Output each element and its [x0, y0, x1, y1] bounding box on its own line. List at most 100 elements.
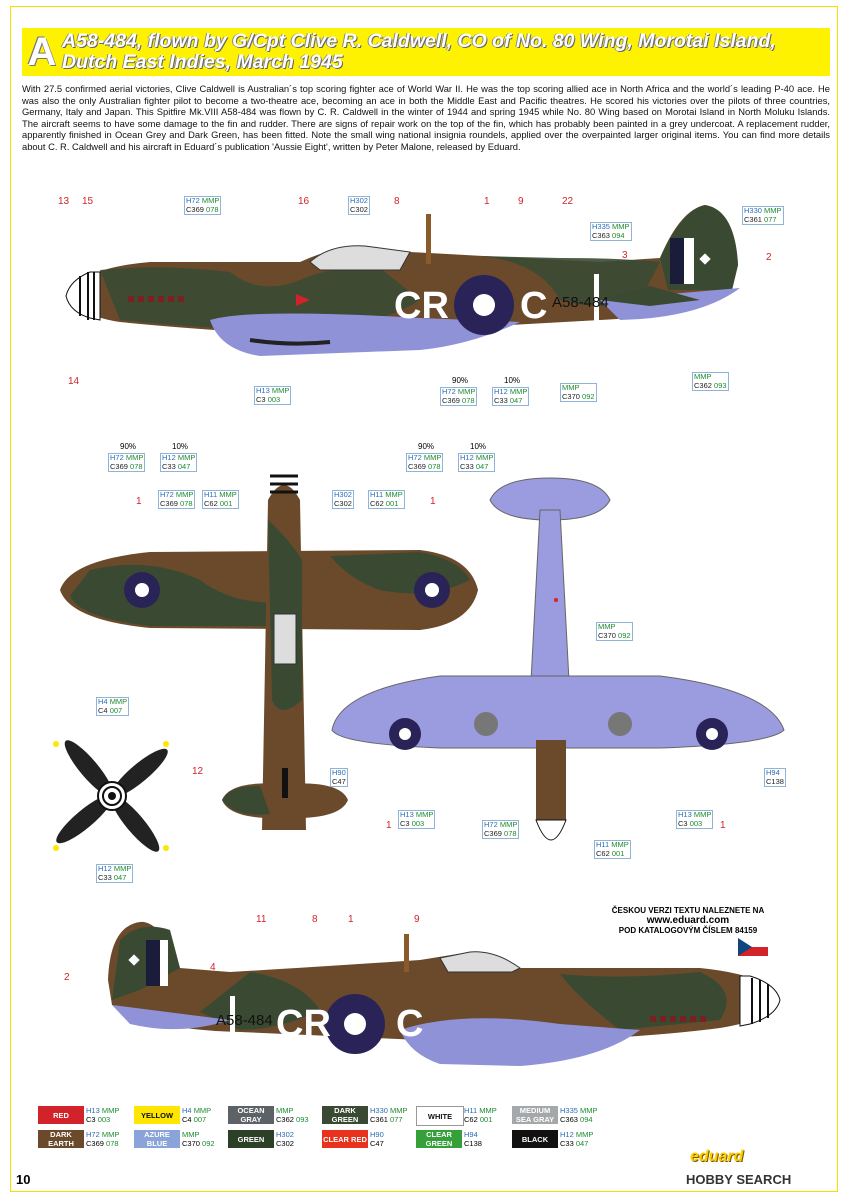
legend-h-code: H12 — [560, 1130, 574, 1139]
legend-mm-code: 093 — [296, 1114, 309, 1124]
callout-13: 13 — [58, 196, 70, 207]
callout-12: 12 — [192, 766, 204, 777]
legend-c-code: C362 — [276, 1114, 294, 1124]
page-border — [10, 6, 838, 1192]
legend-swatch: WHITE — [416, 1106, 464, 1126]
callout-1-bottom-l: 1 — [386, 820, 392, 831]
legend-swatch: OCEAN GRAY — [228, 1106, 274, 1124]
header-bar — [22, 28, 830, 76]
description-text: With 27.5 confirmed aerial victories, Cl… — [22, 83, 830, 152]
hobby-search-watermark: HOBBY SEARCH — [686, 1172, 792, 1187]
callout-1-top-l: 1 — [136, 496, 142, 507]
legend-m-label: MMP — [101, 1130, 120, 1139]
callout-8: 8 — [394, 196, 400, 207]
legend-c-code: C4 — [182, 1114, 192, 1124]
legend-h-code: H94 — [464, 1130, 478, 1139]
legend-c-code: C138 — [464, 1138, 482, 1148]
legend-m-label: MMP — [276, 1106, 294, 1115]
legend-mm-code: 007 — [193, 1114, 207, 1124]
legend-h-code: H330 — [370, 1106, 388, 1115]
page-number: 10 — [16, 1172, 31, 1187]
callout-16: 16 — [298, 196, 310, 207]
code-letters-cr-right: CR — [276, 1003, 331, 1045]
legend-h-code: H11 — [464, 1106, 478, 1115]
czech-url[interactable]: www.eduard.com — [646, 915, 730, 926]
legend-mm-code: 094 — [580, 1114, 593, 1124]
callout-1-bottom-r: 1 — [720, 820, 726, 831]
legend-swatch: GREEN — [228, 1130, 274, 1148]
legend-swatch: AZURE BLUE — [134, 1130, 180, 1148]
legend-c-code: C361 — [370, 1114, 388, 1124]
eduard-logo: eduard — [690, 1148, 744, 1165]
legend-codes: H90 C47 — [370, 1130, 384, 1148]
callout-9: 9 — [518, 196, 524, 207]
callout-1: 1 — [484, 196, 490, 207]
pct-90-top-l: 90% — [120, 442, 137, 451]
czech-flag-icon — [738, 938, 768, 956]
legend-m-label: MMP — [575, 1130, 594, 1139]
czech-line-1: ČESKOU VERZI TEXTU NALEZNETE NA — [611, 906, 765, 915]
legend-c-code: C370 — [182, 1138, 200, 1148]
legend-swatch: RED — [38, 1106, 84, 1124]
legend-h-code: H4 — [182, 1106, 192, 1115]
pct-10-side: 10% — [504, 376, 521, 385]
code-letter-c-right: C — [396, 1003, 424, 1045]
profile-letter: A — [27, 30, 57, 74]
legend-codes: H302 C302 — [276, 1130, 294, 1148]
legend-mm-code: 003 — [97, 1114, 111, 1124]
legend-c-code: C3 — [86, 1114, 96, 1124]
czech-line-3: POD KATALOGOVÝM ČÍSLEM 84159 — [618, 926, 758, 935]
legend-c-code: C47 — [370, 1138, 384, 1148]
serial-marking: A58-484 — [552, 294, 609, 311]
serial-marking-right: A58-484 — [216, 1012, 273, 1029]
profile-title: A58-484, flown by G/Cpt Clive R. Caldwel… — [62, 30, 776, 73]
legend-c-code: C369 — [86, 1138, 104, 1148]
callout-14: 14 — [68, 376, 80, 387]
legend-mm-code: 077 — [390, 1114, 403, 1124]
callout-4: 4 — [210, 962, 216, 973]
legend-swatch: BLACK — [512, 1130, 558, 1148]
legend-swatch: CLEAR RED — [322, 1130, 368, 1148]
legend-h-code: H72 — [86, 1130, 100, 1139]
legend-m-label: MMP — [479, 1106, 497, 1115]
callout-9-right: 9 — [414, 914, 420, 925]
legend-h-code: H335 — [560, 1106, 578, 1115]
code-letters-cr: CR — [394, 285, 449, 327]
legend-mm-code: 078 — [106, 1138, 119, 1148]
callout-15: 15 — [82, 196, 94, 207]
legend-swatch: CLEAR GREEN — [416, 1130, 462, 1148]
